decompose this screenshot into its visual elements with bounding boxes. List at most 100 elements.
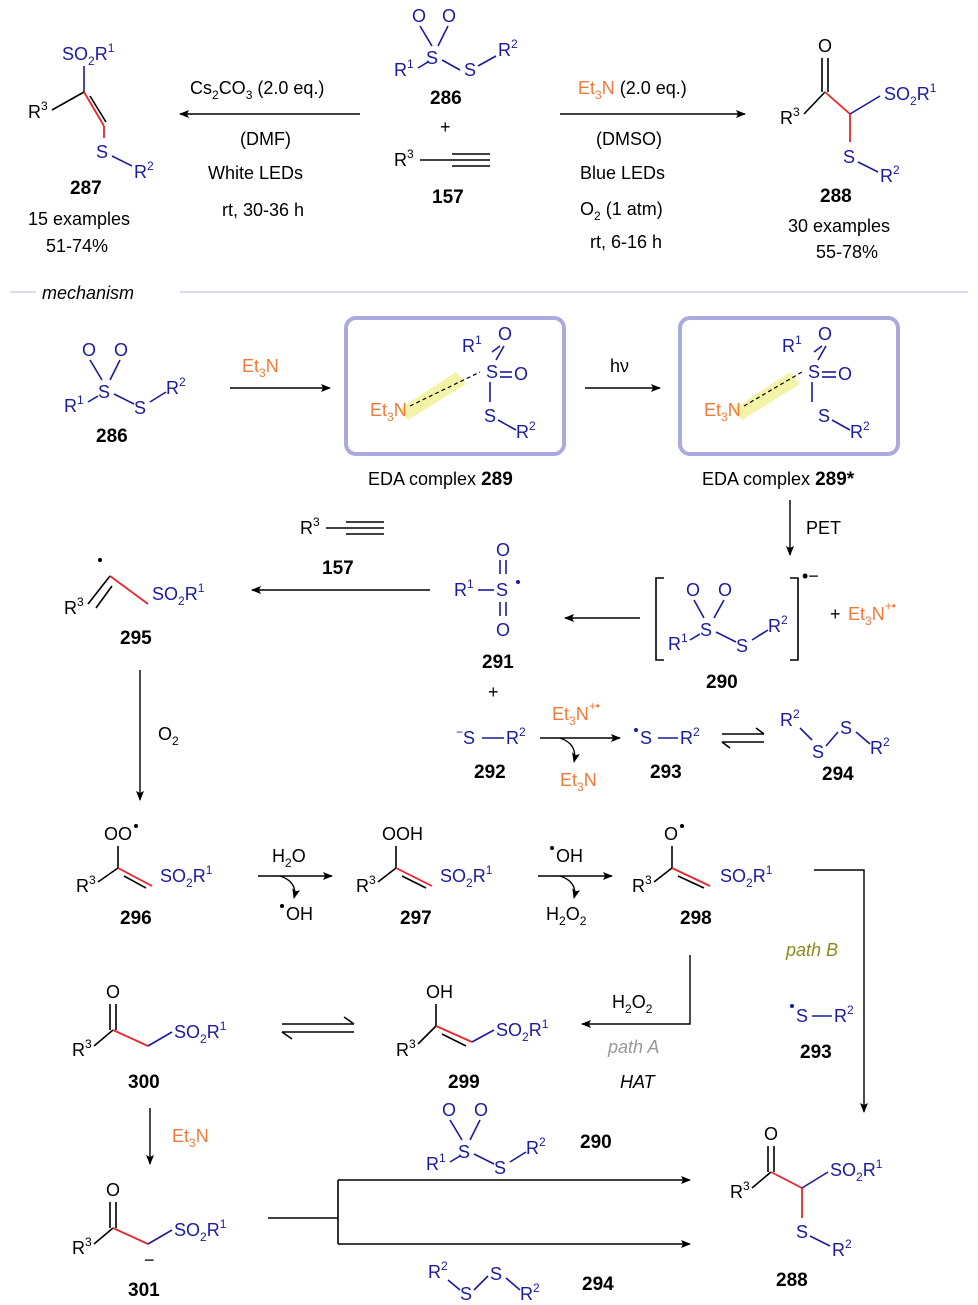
svg-text:O: O xyxy=(686,580,700,600)
svg-text:R3: R3 xyxy=(28,99,48,122)
svg-text:R3: R3 xyxy=(632,873,652,896)
svg-text:SO2R1: SO2R1 xyxy=(884,81,937,108)
svg-text:SO2R1: SO2R1 xyxy=(160,863,213,890)
svg-text:+: + xyxy=(830,604,841,624)
svg-text:R1: R1 xyxy=(394,57,414,80)
svg-text:OO: OO xyxy=(104,824,132,844)
svg-text:SO2R1: SO2R1 xyxy=(440,863,493,890)
compound-number-290: 290 xyxy=(706,672,738,693)
conditions-right: Et3N (2.0 eq.) (DMSO) Blue LEDs O2 (1 at… xyxy=(560,78,746,252)
svg-text:O: O xyxy=(496,620,510,640)
svg-text:H2O: H2O xyxy=(272,846,306,870)
svg-text:S: S xyxy=(134,398,146,418)
ketosulfone-300: O R3 SO2R1 300 xyxy=(72,982,227,1093)
plus-sign-292: + xyxy=(488,682,499,702)
svg-text:R2: R2 xyxy=(428,1259,448,1282)
svg-text:H2O2: H2O2 xyxy=(612,992,653,1016)
product-288-top: O R3 SO2R1 S R2 288 30 examples 55-78% xyxy=(780,36,937,262)
hydroperoxide-297: OOH R3 SO2R1 297 xyxy=(356,824,493,929)
compound-number-293-path-b: 293 xyxy=(800,1042,832,1063)
compound-number-292: 292 xyxy=(474,762,506,783)
compound-number-157-mech: 157 xyxy=(322,558,354,579)
svg-text:R3: R3 xyxy=(394,147,414,170)
svg-text:R3: R3 xyxy=(300,515,320,538)
oh-arrow: OH H2O2 xyxy=(538,846,613,928)
svg-text:S: S xyxy=(796,1222,808,1242)
svg-text:S: S xyxy=(496,580,508,600)
radical-295: R3 SO2R1 295 xyxy=(64,558,205,649)
mechanism-divider: mechanism xyxy=(10,283,968,303)
path-b-label: path B xyxy=(785,940,838,960)
compound-number-290-branch: 290 xyxy=(580,1132,612,1153)
right-light: Blue LEDs xyxy=(580,163,665,183)
svg-text:SO2R1: SO2R1 xyxy=(62,41,115,68)
compound-number-297: 297 xyxy=(400,908,432,929)
path-a: H2O2 path A HAT xyxy=(581,955,691,1092)
path-b: path B S R2 293 xyxy=(785,869,868,1113)
svg-text:S: S xyxy=(484,406,496,426)
svg-text:S: S xyxy=(486,362,498,382)
reagent-290-branch: O O S R1 S R2 290 xyxy=(426,1100,612,1178)
equilibrium-300-299 xyxy=(281,1016,355,1040)
compound-number-296: 296 xyxy=(120,908,152,929)
equilibrium-293-294 xyxy=(721,727,765,749)
mechanism-label: mechanism xyxy=(42,283,134,303)
svg-text:R1: R1 xyxy=(462,333,482,356)
svg-text:S: S xyxy=(843,147,855,167)
left-light: White LEDs xyxy=(208,163,303,183)
svg-text:R2: R2 xyxy=(134,159,154,182)
eda-label-289: EDA complex xyxy=(368,469,476,489)
svg-text:S: S xyxy=(458,1142,470,1162)
conditions-left: Cs2CO3 (2.0 eq.) (DMF) White LEDs rt, 30… xyxy=(179,78,360,220)
compound-number-286: 286 xyxy=(430,88,462,109)
svg-text:O: O xyxy=(106,982,120,1002)
alkyne-157-mech: R3 157 xyxy=(300,515,384,579)
svg-text:S: S xyxy=(96,142,108,162)
svg-text:R1: R1 xyxy=(782,333,802,356)
svg-text:R2: R2 xyxy=(520,1281,540,1304)
compound-number-294-branch: 294 xyxy=(582,1274,614,1295)
svg-text:R3: R3 xyxy=(64,595,84,618)
svg-text:O2 (1 atm): O2 (1 atm) xyxy=(580,199,663,223)
svg-text:R1: R1 xyxy=(426,1151,446,1174)
svg-text:S: S xyxy=(460,1284,472,1304)
pet-label: PET xyxy=(806,518,841,538)
svg-text:R3: R3 xyxy=(76,873,96,896)
svg-text:•−: •− xyxy=(802,566,819,586)
compound-number-295: 295 xyxy=(120,628,152,649)
left-solvent: (DMF) xyxy=(240,129,291,149)
svg-text:EDA complex 289*: EDA complex 289* xyxy=(702,469,855,490)
svg-text:R2: R2 xyxy=(768,613,788,636)
p287-yield: 51-74% xyxy=(46,236,108,256)
compound-number-157: 157 xyxy=(432,187,464,208)
svg-text:O: O xyxy=(442,1100,456,1120)
oxy-radical-298: O R3 SO2R1 298 xyxy=(632,824,773,929)
svg-text:SO2R1: SO2R1 xyxy=(152,581,205,608)
compound-number-293: 293 xyxy=(650,762,682,783)
compound-number-298: 298 xyxy=(680,908,712,929)
svg-text:Et3N: Et3N xyxy=(370,400,407,424)
svg-text:R1: R1 xyxy=(454,577,474,600)
svg-text:O: O xyxy=(442,6,456,26)
svg-text:O: O xyxy=(114,340,128,360)
svg-text:O: O xyxy=(106,1180,120,1200)
plus-sign: + xyxy=(440,117,451,137)
right-time: rt, 6-16 h xyxy=(590,232,662,252)
compound-number-288-top: 288 xyxy=(820,186,852,207)
carbanion-301: O R3 SO2R1 − 301 xyxy=(72,1180,227,1301)
svg-text:O: O xyxy=(498,324,512,344)
compound-number-289: 289 xyxy=(481,469,513,490)
svg-text:Et3N+•: Et3N+• xyxy=(552,699,600,728)
compound-number-294: 294 xyxy=(822,764,854,785)
svg-text:R3: R3 xyxy=(780,105,800,128)
svg-text:O: O xyxy=(82,340,96,360)
svg-text:Et3N+•: Et3N+• xyxy=(848,599,896,628)
product-287: SO2R1 R3 S R2 287 15 examples 51-74% xyxy=(28,41,154,256)
enol-299: OH R3 SO2R1 299 xyxy=(396,982,549,1093)
o2-arrow: O2 xyxy=(136,670,179,801)
hv-arrow: hν xyxy=(585,356,661,392)
compound-number-287: 287 xyxy=(70,178,102,199)
svg-text:O: O xyxy=(496,540,510,560)
svg-text:S: S xyxy=(640,728,652,748)
